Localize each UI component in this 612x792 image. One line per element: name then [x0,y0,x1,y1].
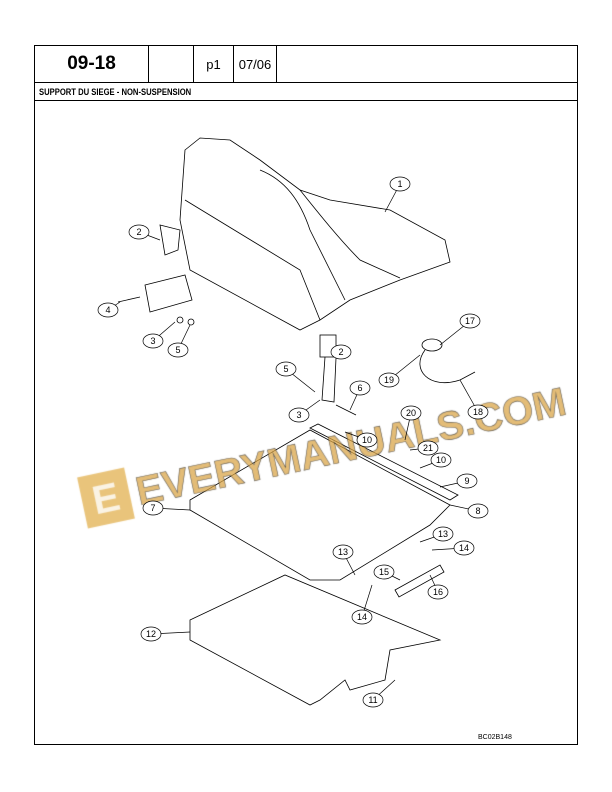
callout-21: 21 [409,440,439,456]
callout-circle [467,404,489,420]
callout-number: 21 [423,443,433,453]
callout-10: 10 [419,452,452,469]
callout-12: 12 [140,626,191,642]
callout-number: 4 [105,305,110,315]
callout-circle [142,333,164,349]
figure-code: BC02B148 [478,734,512,741]
callout-10: 10 [344,431,378,448]
callout-number: 10 [436,455,446,465]
callout-16: 16 [427,574,449,600]
callout-circle [142,500,164,516]
callout-number: 15 [379,567,389,577]
callout-2: 2 [330,344,352,360]
callout-circle [378,372,400,388]
callout-number: 5 [283,364,288,374]
callout-20: 20 [400,405,422,441]
callout-circle [288,407,310,423]
callout-2: 2 [128,224,161,241]
callout-circle [427,584,449,600]
callout-3: 3 [288,399,321,423]
callout-circle [453,540,475,556]
callout-3: 3 [142,321,176,349]
callout-18: 18 [459,379,489,420]
callout-number: 16 [433,587,443,597]
callout-7: 7 [142,500,191,516]
callout-17: 17 [439,313,481,346]
callout-circle [349,380,371,396]
callout-circle [356,432,378,448]
callout-circle [330,344,352,360]
callout-number: 2 [136,227,141,237]
callout-4: 4 [97,301,121,318]
callout-circle [456,473,478,489]
callout-number: 9 [464,476,469,486]
callout-circle [389,176,411,192]
callout-number: 6 [357,383,362,393]
callout-19: 19 [378,354,421,388]
callout-circle [417,440,439,456]
callout-circle [432,526,454,542]
callout-circle [430,452,452,468]
callout-circle [97,302,119,318]
callout-number: 7 [150,503,155,513]
callout-circle [275,361,297,377]
callout-number: 10 [362,435,372,445]
callout-number: 13 [438,529,448,539]
callout-number: 14 [459,543,469,553]
callout-14: 14 [351,584,373,625]
callout-circle [351,609,373,625]
callout-number: 18 [473,407,483,417]
callout-13: 13 [332,544,356,576]
callout-number: 8 [475,506,480,516]
callout-circle [400,405,422,421]
callout-number: 14 [357,612,367,622]
callout-number: 13 [338,547,348,557]
callout-number: 3 [150,336,155,346]
callout-number: 5 [175,345,180,355]
callout-number: 20 [406,408,416,418]
callout-circle [467,503,489,519]
callout-5: 5 [167,324,191,358]
callout-circle [140,626,162,642]
callout-8: 8 [449,503,489,519]
callout-number: 1 [397,179,402,189]
callout-number: 17 [465,316,475,326]
callout-11: 11 [362,679,396,708]
callout-6: 6 [349,380,371,411]
callout-5: 5 [275,361,316,393]
callout-circle [128,224,150,240]
callout-1: 1 [384,176,411,213]
callout-number: 19 [384,375,394,385]
callout-circle [362,692,384,708]
callout-9: 9 [439,473,478,489]
callout-number: 2 [338,347,343,357]
callout-number: 3 [296,410,301,420]
callout-circle [373,564,395,580]
callout-15: 15 [373,564,401,581]
callout-14: 14 [431,540,475,556]
callout-number: 11 [368,695,377,705]
callout-circle [332,544,354,560]
callout-number: 12 [146,629,156,639]
callout-13: 13 [419,526,454,543]
callout-circle [459,313,481,329]
callout-circle [167,342,189,358]
